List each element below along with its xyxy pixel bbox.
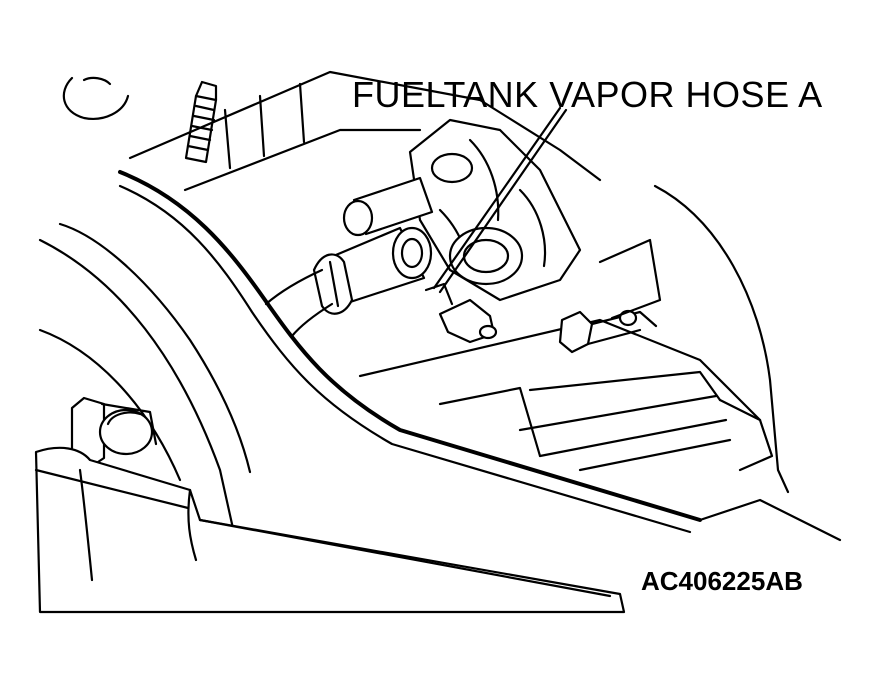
body-panel-edge (183, 128, 422, 192)
fuel-tank-edge (653, 184, 790, 494)
filler-neck-assembly (408, 118, 582, 302)
body-panel-rib (223, 82, 306, 170)
mount-bracket (70, 396, 158, 468)
tank-bracket (598, 238, 662, 320)
callout-leader-2 (432, 106, 562, 290)
wheel-housing-inner (38, 328, 182, 482)
component-label: FUELTANK VAPOR HOSE A (352, 74, 823, 115)
hose-clamp (312, 253, 354, 315)
frame-member-inner (118, 184, 692, 534)
harness-wire-1 (264, 268, 324, 306)
lower-crossmember (34, 446, 626, 614)
threaded-stud (184, 80, 218, 164)
vapor-pipe-upper (342, 176, 434, 237)
wheel-housing-outer (38, 238, 242, 562)
arc-detail-inner (82, 76, 112, 86)
harness-wire-2 (290, 302, 334, 338)
line-fitting-right (558, 309, 658, 354)
ribbed-underbody (438, 370, 842, 542)
callout-leader (438, 108, 568, 294)
arc-detail (62, 76, 130, 120)
frame-member-outer (118, 170, 702, 522)
body-panel-top (128, 70, 602, 182)
figure-code: AC406225AB (641, 566, 803, 596)
frame-member-lower (58, 222, 252, 474)
hose-fitting (424, 282, 498, 344)
fuel-tank-bottom (358, 318, 762, 422)
